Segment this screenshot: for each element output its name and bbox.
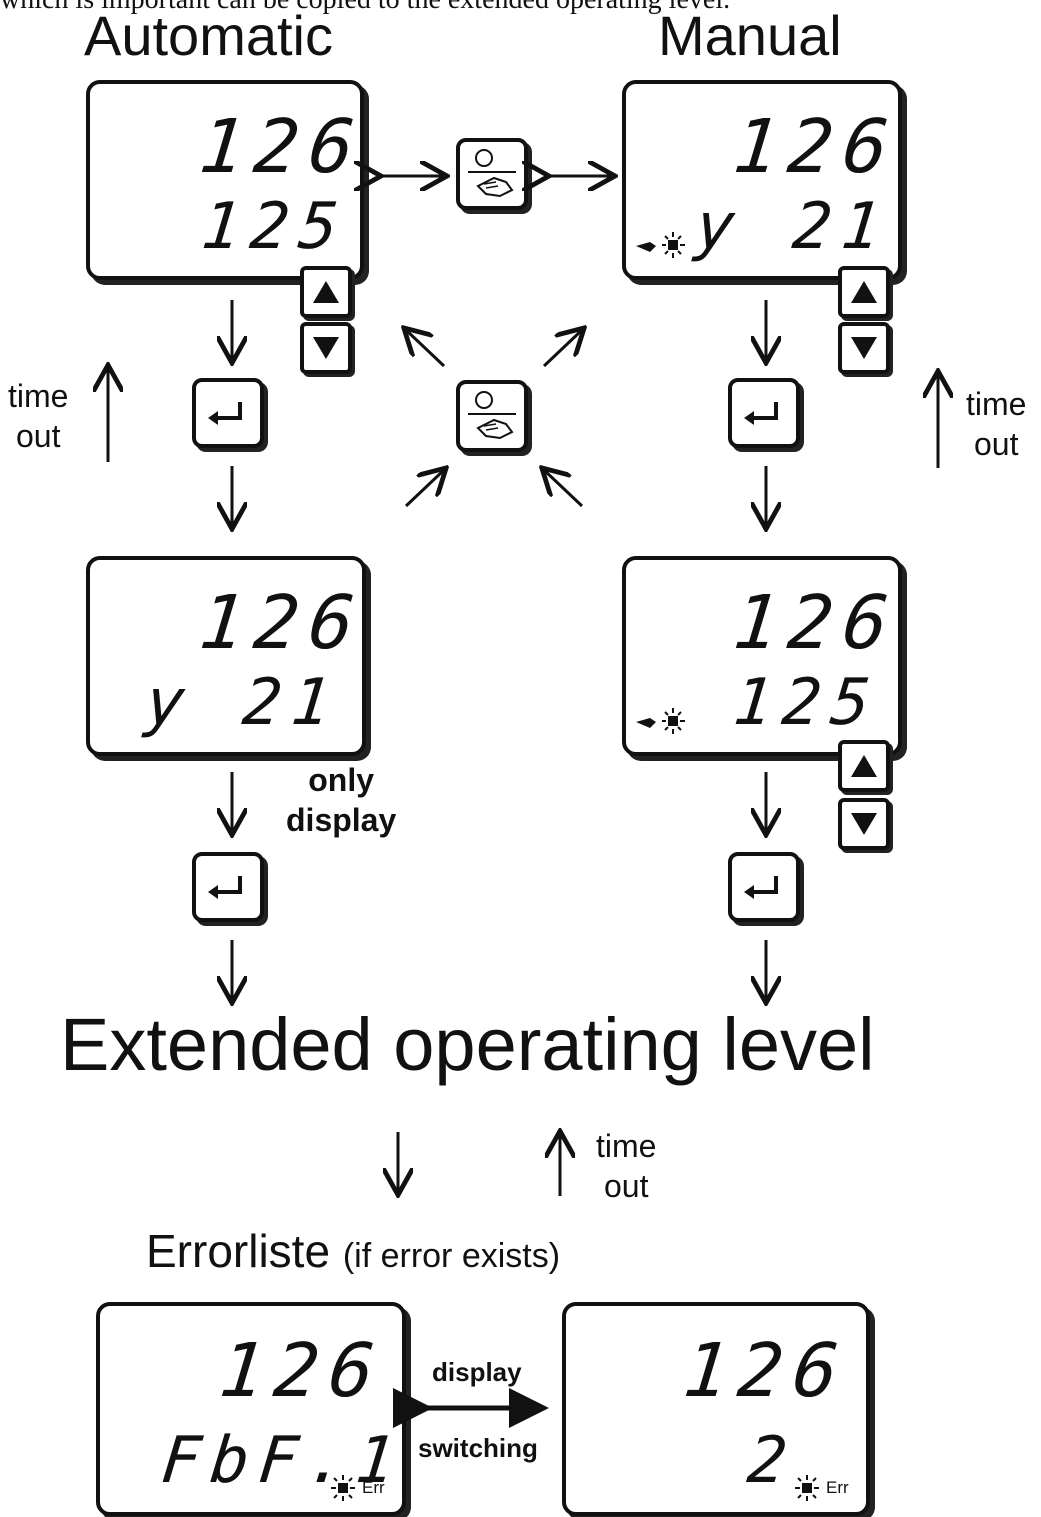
- error-indicator-icon: [792, 1474, 826, 1507]
- manual-mode-indicator-icon: [634, 706, 690, 741]
- arrow-diag: [542, 330, 582, 368]
- down-arrow-key-icon[interactable]: [300, 322, 352, 374]
- down-arrow-key-icon[interactable]: [838, 322, 890, 374]
- error-indicator-icon: [328, 1474, 362, 1507]
- enter-key-icon[interactable]: [728, 852, 800, 922]
- timeout-left-label: time out: [8, 378, 69, 454]
- manual-mode-indicator-icon: [634, 230, 690, 265]
- extended-operating-level-title: Extended operating level: [60, 1003, 875, 1086]
- arrow-diag: [544, 470, 584, 508]
- auto-manual-key-icon[interactable]: [456, 380, 528, 452]
- arrow-diag: [404, 470, 444, 508]
- auto-output-display: 126 y 21: [86, 556, 368, 756]
- only-display-label: only display: [286, 762, 397, 838]
- up-arrow-key-icon[interactable]: [838, 266, 890, 318]
- up-arrow-key-icon[interactable]: [838, 740, 890, 792]
- manual-title: Manual: [658, 4, 842, 67]
- enter-key-icon[interactable]: [192, 378, 264, 448]
- manual-main-display: 126 y 21: [622, 80, 902, 280]
- manual-setpoint-display: 126 125: [622, 556, 902, 756]
- errorliste-title: Errorliste (if error exists): [146, 1228, 560, 1274]
- down-arrow-key-icon[interactable]: [838, 798, 890, 850]
- errorliste-title-text: Errorliste: [146, 1225, 331, 1277]
- error-left-indicator-text: Err: [362, 1478, 385, 1497]
- display-switching-top-label: display: [432, 1357, 522, 1387]
- arrow-diag: [406, 330, 446, 368]
- enter-key-icon[interactable]: [192, 852, 264, 922]
- error-right-indicator-text: Err: [826, 1478, 849, 1497]
- timeout-right-label: time out: [966, 386, 1027, 462]
- automatic-title: Automatic: [84, 4, 333, 67]
- error-right-display: 126 2 Err: [562, 1302, 870, 1516]
- timeout-bottom-label: time out: [596, 1128, 657, 1204]
- auto-manual-key-icon[interactable]: [456, 138, 528, 210]
- cropped-top-text: which is important can be copied to the …: [0, 0, 1041, 16]
- display-switching-bottom-label: switching: [418, 1433, 538, 1463]
- enter-key-icon[interactable]: [728, 378, 800, 448]
- up-arrow-key-icon[interactable]: [300, 266, 352, 318]
- errorliste-condition: (if error exists): [342, 1237, 561, 1275]
